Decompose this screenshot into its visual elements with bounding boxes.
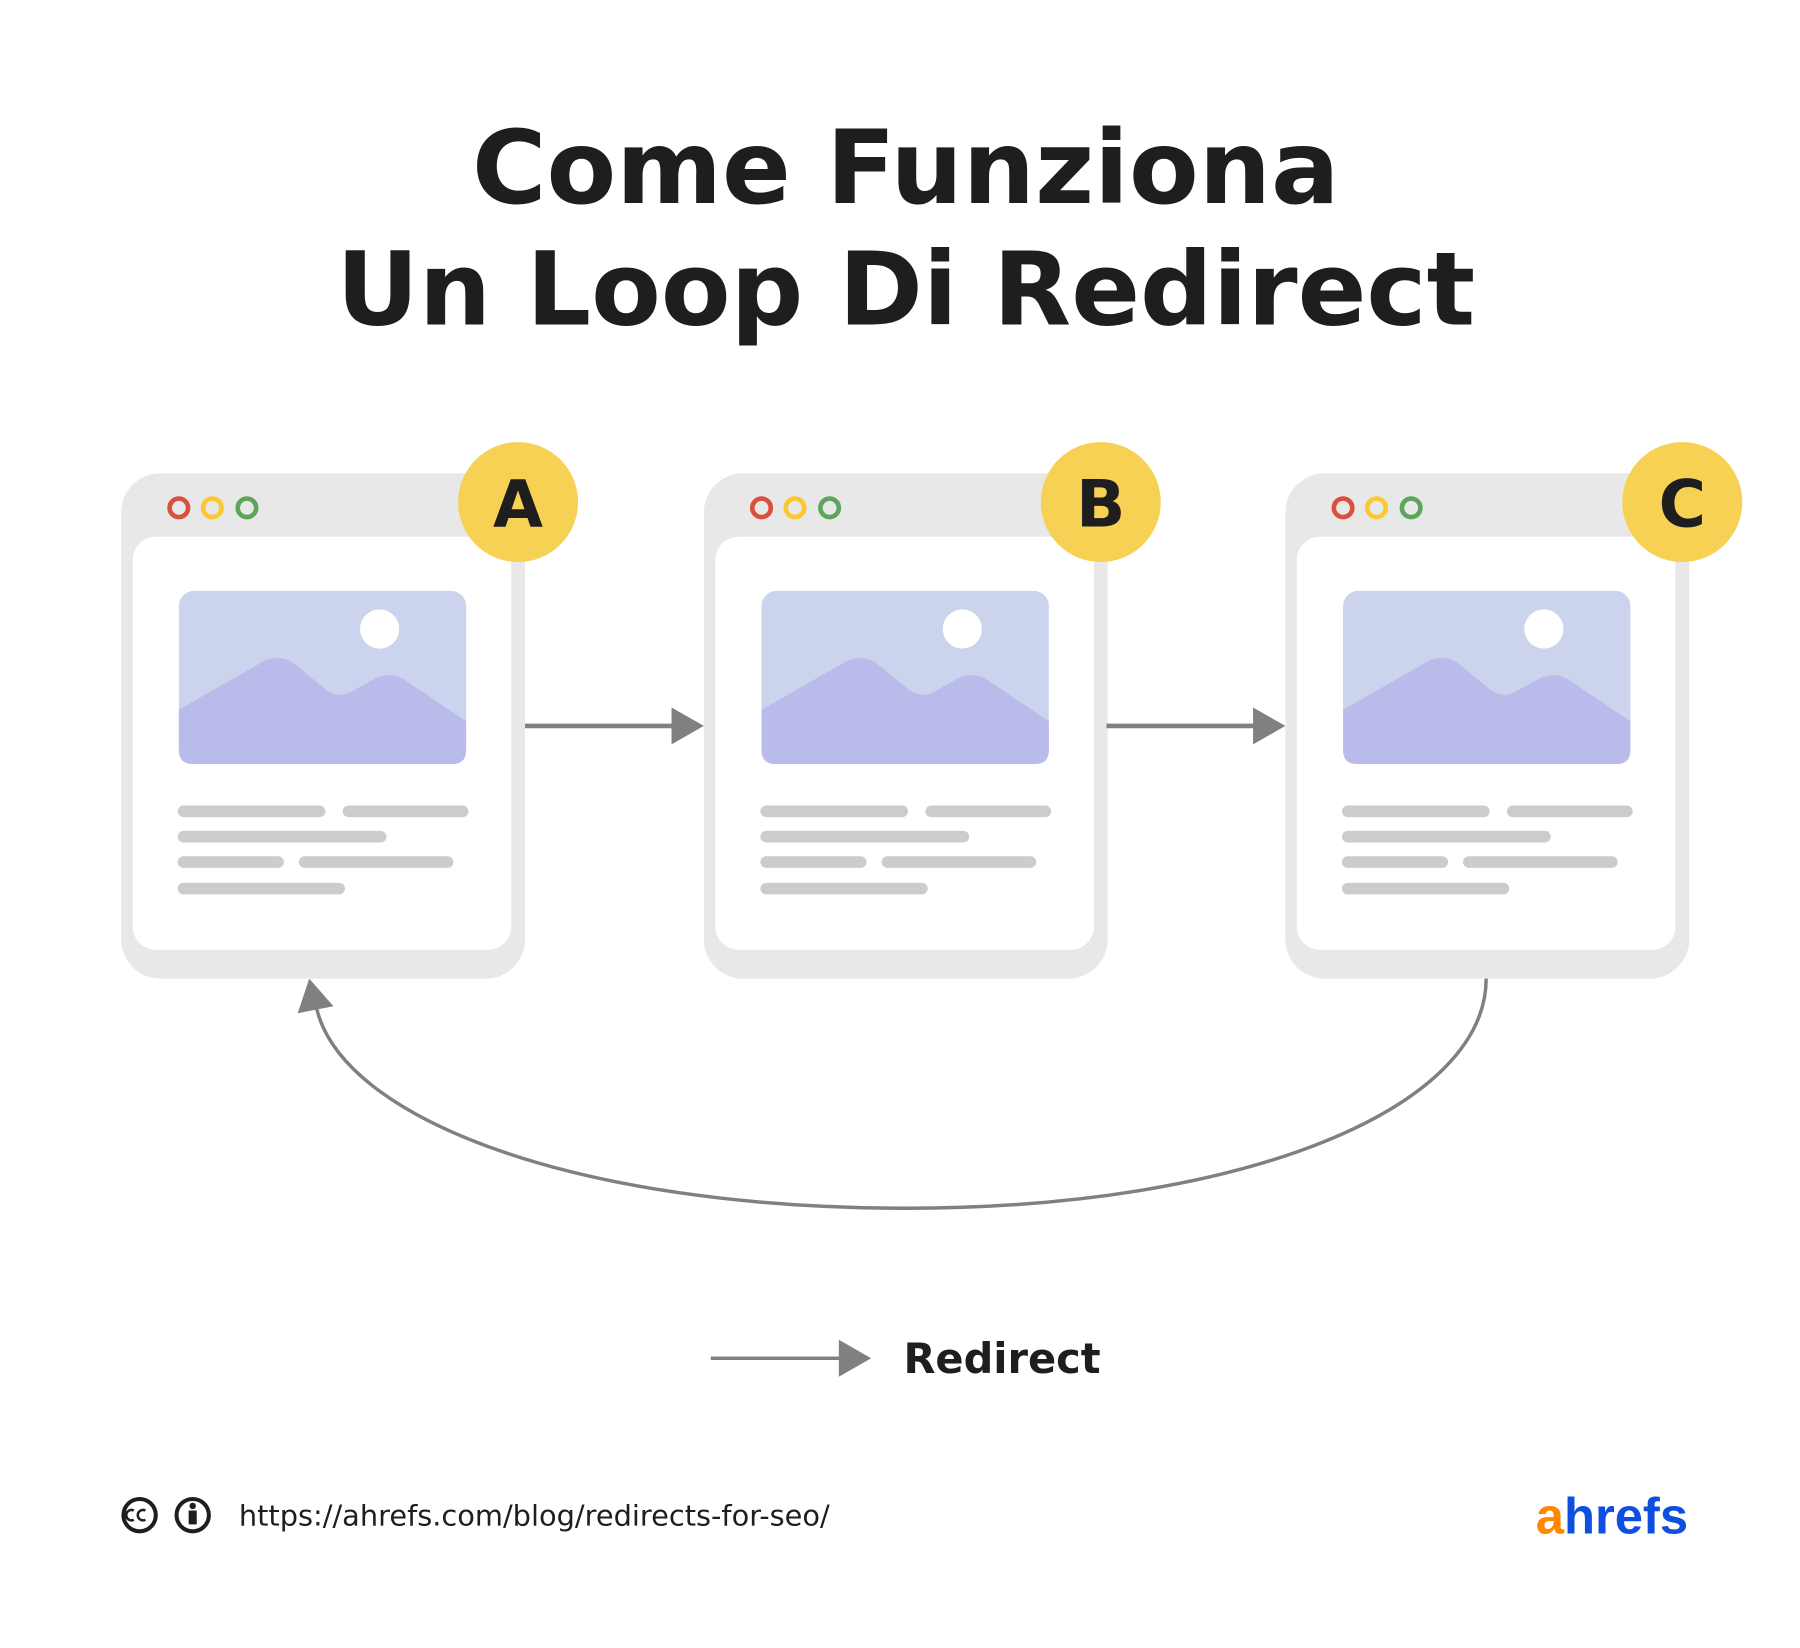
arrow-c-to-a-loop [297,978,1488,1210]
creative-commons-icon [121,1496,158,1534]
arrow-a-to-b [525,707,704,745]
page-window-c: C [1285,442,1743,979]
ahrefs-logo: ahrefs [1536,1488,1688,1545]
title-line-2: Un Loop Di Redirect [336,230,1475,348]
title-line-1: Come Funziona [472,109,1339,227]
legend-arrow-icon [838,1339,872,1377]
attribution-icon [174,1496,211,1534]
arrow-b-to-c [1106,707,1286,745]
legend-label: Redirect [903,1334,1100,1383]
badge-label-b: B [1076,467,1125,542]
badge-c [1622,442,1743,563]
badge-label-a: A [493,467,543,542]
page-window-a: A [121,442,579,979]
source-url: https://ahrefs.com/blog/redirects-for-se… [239,1499,830,1533]
legend: Redirect [710,1334,1101,1383]
page-window-b: B [704,442,1161,979]
badge-a [458,442,579,563]
badge-label-c: C [1659,467,1706,542]
badge-b [1040,442,1161,563]
